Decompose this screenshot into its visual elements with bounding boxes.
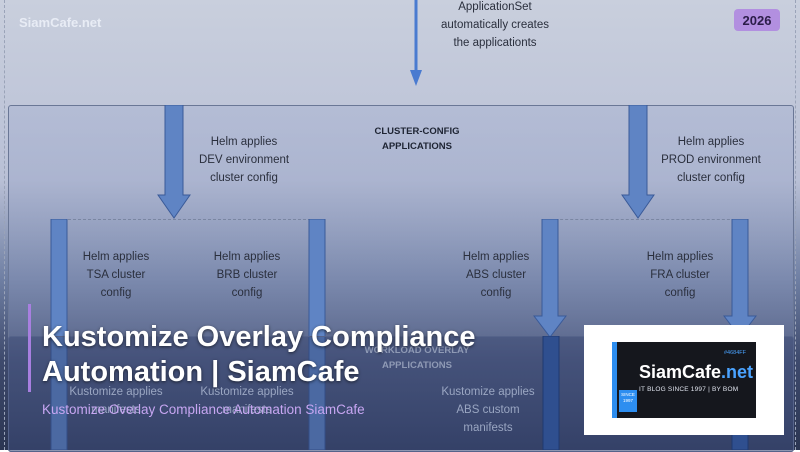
- logo-name: SiamCafe.net: [639, 362, 754, 382]
- brb-kustomize-label: Kustomize applies manifests: [200, 386, 294, 416]
- prod-label: Helm applies PROD environment cluster co…: [661, 136, 761, 184]
- dev-label: Helm applies DEV environment cluster con…: [198, 136, 290, 184]
- brb-arrow: [308, 219, 326, 450]
- workload-title: WORKLOAD OVERLAY APPLICATIONS: [364, 345, 470, 371]
- cluster-config-title: CLUSTER-CONFIG APPLICATIONS: [374, 126, 460, 152]
- abs-label: Helm applies ABS cluster config: [462, 251, 530, 299]
- tsa-kustomize-label: Kustomize applies manifests: [69, 386, 163, 416]
- prod-branch-line: [550, 219, 740, 220]
- dashed-border-right: [795, 0, 796, 450]
- dashed-border-left: [4, 0, 5, 450]
- tsa-arrow: [50, 219, 68, 450]
- abs-workload-arrow: [542, 336, 560, 450]
- page-title: Kustomize Overlay Compliance Automation …: [42, 321, 476, 388]
- year-badge: 2026: [734, 9, 780, 31]
- site-watermark: SiamCafe.net: [19, 15, 102, 30]
- page-subtitle: Kustomize Overlay Compliance Automation …: [42, 402, 365, 417]
- prod-arrow: [621, 105, 655, 219]
- brb-label: Helm applies BRB cluster config: [213, 251, 281, 299]
- abs-kustomize-label: Kustomize applies ABS custom manifests: [441, 386, 535, 434]
- logo-hex-code: #4684FF: [723, 350, 746, 356]
- logo-badge: #4684FF SiamCafe.net IT BLOG SINCE 1997 …: [612, 342, 756, 418]
- dev-branch-line: [58, 219, 316, 220]
- appset-arrow: [410, 0, 422, 86]
- tsa-label: Helm applies TSA cluster config: [82, 251, 150, 299]
- title-accent-bar: [28, 304, 31, 392]
- dev-arrow: [157, 105, 191, 219]
- abs-arrow: [533, 219, 567, 338]
- logo-since-stamp: SINCE 1997: [619, 390, 637, 412]
- logo-card: #4684FF SiamCafe.net IT BLOG SINCE 1997 …: [584, 325, 784, 435]
- appset-note: ApplicationSet automatically creates the…: [440, 1, 550, 49]
- fra-label: Helm applies FRA cluster config: [646, 251, 714, 299]
- logo-tagline: IT BLOG SINCE 1997 | BY BOM: [639, 386, 739, 393]
